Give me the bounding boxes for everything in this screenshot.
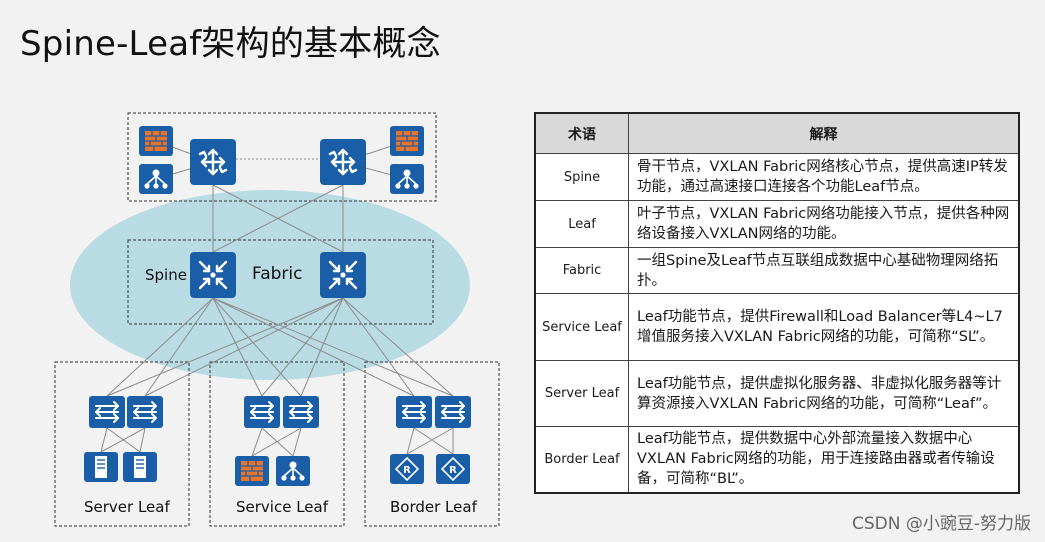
description-cell: Leaf功能节点，提供虚拟化服务器、非虚拟化服务器等计算资源接入VXLAN Fa… [628, 360, 1020, 427]
description-cell: Leaf功能节点，提供数据中心外部流量接入数据中心VXLAN Fabric网络的… [628, 426, 1020, 493]
table-row: Leaf 叶子节点，VXLAN Fabric网络功能接入节点，提供各种网络设备接… [534, 200, 1020, 248]
core-load-balancer-left-icon [138, 163, 174, 195]
term-cell: Service Leaf [534, 293, 629, 361]
service-leaf-switch-2-icon [282, 395, 320, 429]
table-row: Fabric 一组Spine及Leaf节点互联组成数据中心基础物理网络拓扑。 [534, 247, 1020, 294]
core-zone-box [127, 112, 437, 202]
column-header-term: 术语 [534, 112, 629, 154]
spine-label: Spine [145, 266, 187, 284]
border-router-1-icon [389, 453, 425, 485]
diagram-canvas: R [54, 112, 500, 527]
service-firewall-icon [234, 455, 270, 487]
spine-switch-right-icon [318, 250, 368, 300]
watermark: CSDN @小豌豆-努力版 [851, 514, 1031, 534]
core-load-balancer-right-icon [389, 163, 425, 195]
border-router-2-icon [435, 453, 471, 485]
server-leaf-switch-1-icon [88, 395, 126, 429]
description-cell: 骨干节点，VXLAN Fabric网络核心节点，提供高速IP转发功能，通过高速接… [628, 153, 1020, 201]
core-firewall-right-icon [389, 125, 425, 157]
border-leaf-switch-2-icon [434, 395, 472, 429]
server-2-icon [122, 451, 158, 483]
table-header-row: 术语 解释 [534, 112, 1020, 154]
term-cell: Leaf [534, 200, 629, 248]
term-cell: Border Leaf [534, 426, 629, 493]
term-cell: Fabric [534, 247, 629, 294]
server-leaf-switch-2-icon [126, 395, 164, 429]
description-cell: 一组Spine及Leaf节点互联组成数据中心基础物理网络拓扑。 [628, 247, 1020, 294]
core-firewall-left-icon [138, 125, 174, 157]
service-leaf-switch-1-icon [243, 395, 281, 429]
service-leaf-box [209, 361, 345, 527]
term-cell: Server Leaf [534, 360, 629, 427]
border-leaf-label: Border Leaf [390, 498, 477, 516]
term-cell: Spine [534, 153, 629, 201]
table-row: Border Leaf Leaf功能节点，提供数据中心外部流量接入数据中心VXL… [534, 426, 1020, 493]
page-title: Spine-Leaf架构的基本概念 [20, 24, 441, 64]
table-row: Server Leaf Leaf功能节点，提供虚拟化服务器、非虚拟化服务器等计算… [534, 360, 1020, 427]
service-leaf-label: Service Leaf [236, 498, 328, 516]
description-cell: 叶子节点，VXLAN Fabric网络功能接入节点，提供各种网络设备接入VXLA… [628, 200, 1020, 248]
core-router-left-icon [188, 137, 238, 187]
server-1-icon [83, 451, 119, 483]
description-cell: Leaf功能节点，提供Firewall和Load Balancer等L4~L7增… [628, 293, 1020, 361]
server-leaf-box [54, 361, 190, 527]
border-leaf-switch-1-icon [395, 395, 433, 429]
spine-leaf-diagram: R [0, 0, 520, 542]
column-header-explanation: 解释 [628, 112, 1020, 154]
server-leaf-label: Server Leaf [84, 498, 170, 516]
table-row: Spine 骨干节点，VXLAN Fabric网络核心节点，提供高速IP转发功能… [534, 153, 1020, 201]
core-router-right-icon [318, 137, 368, 187]
terms-table: 术语 解释 Spine 骨干节点，VXLAN Fabric网络核心节点，提供高速… [534, 112, 1020, 494]
fabric-label: Fabric [252, 264, 303, 284]
fabric-ellipse [70, 190, 470, 380]
spine-switch-left-icon [188, 250, 238, 300]
service-load-balancer-icon [275, 455, 311, 487]
border-leaf-box [364, 361, 500, 527]
table-row: Service Leaf Leaf功能节点，提供Firewall和Load Ba… [534, 293, 1020, 361]
